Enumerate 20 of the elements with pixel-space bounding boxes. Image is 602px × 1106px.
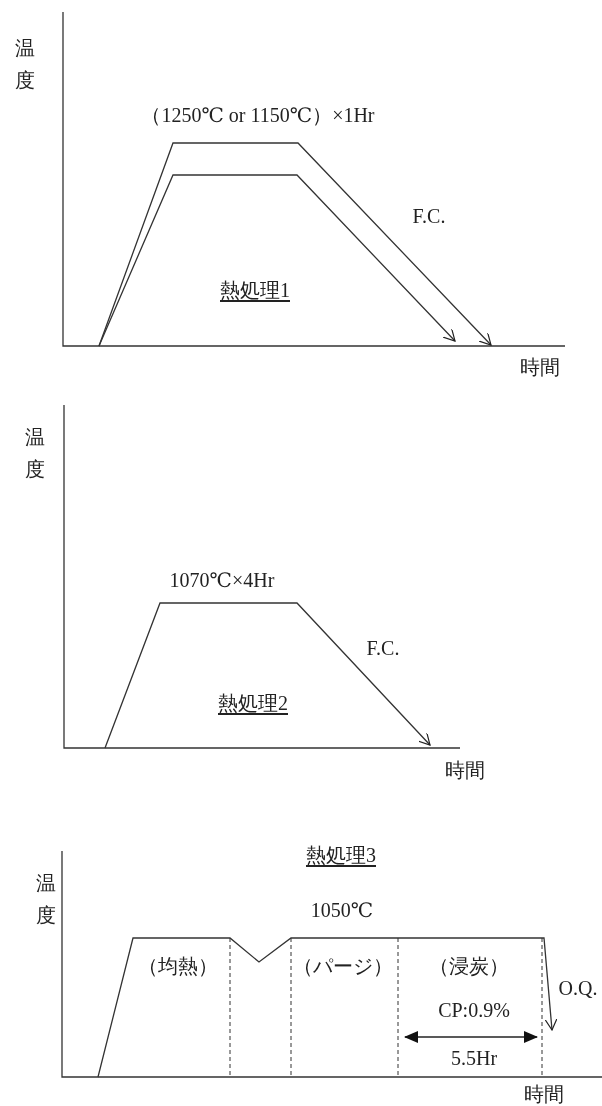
- temperature-label: 1070℃×4Hr: [169, 569, 275, 591]
- temperature-label: （1250℃ or 1150℃）×1Hr: [141, 104, 375, 126]
- stage-label: （均熱）: [138, 955, 218, 977]
- duration-label: 5.5Hr: [450, 1047, 498, 1069]
- axis-label: 温度: [25, 425, 45, 482]
- cooling-label: O.Q.: [558, 977, 598, 999]
- chart-title: 熱処理2: [218, 692, 288, 714]
- axis-label: 時間: [445, 759, 485, 781]
- chart-title: 熱処理1: [220, 279, 290, 301]
- cooling-label: F.C.: [366, 637, 400, 659]
- axis-label: 温度: [36, 871, 56, 928]
- chart-title: 熱処理3: [306, 844, 376, 866]
- axis-label: 温度: [15, 36, 35, 93]
- cooling-label: F.C.: [412, 205, 446, 227]
- stage-label: （パージ）: [293, 955, 393, 977]
- axis-label: 時間: [524, 1083, 564, 1105]
- axis-label: 時間: [520, 356, 560, 378]
- temperature-label: 1050℃: [310, 899, 374, 921]
- carbon-potential-label: CP:0.9%: [438, 999, 510, 1021]
- stage-label: （浸炭）: [429, 955, 509, 977]
